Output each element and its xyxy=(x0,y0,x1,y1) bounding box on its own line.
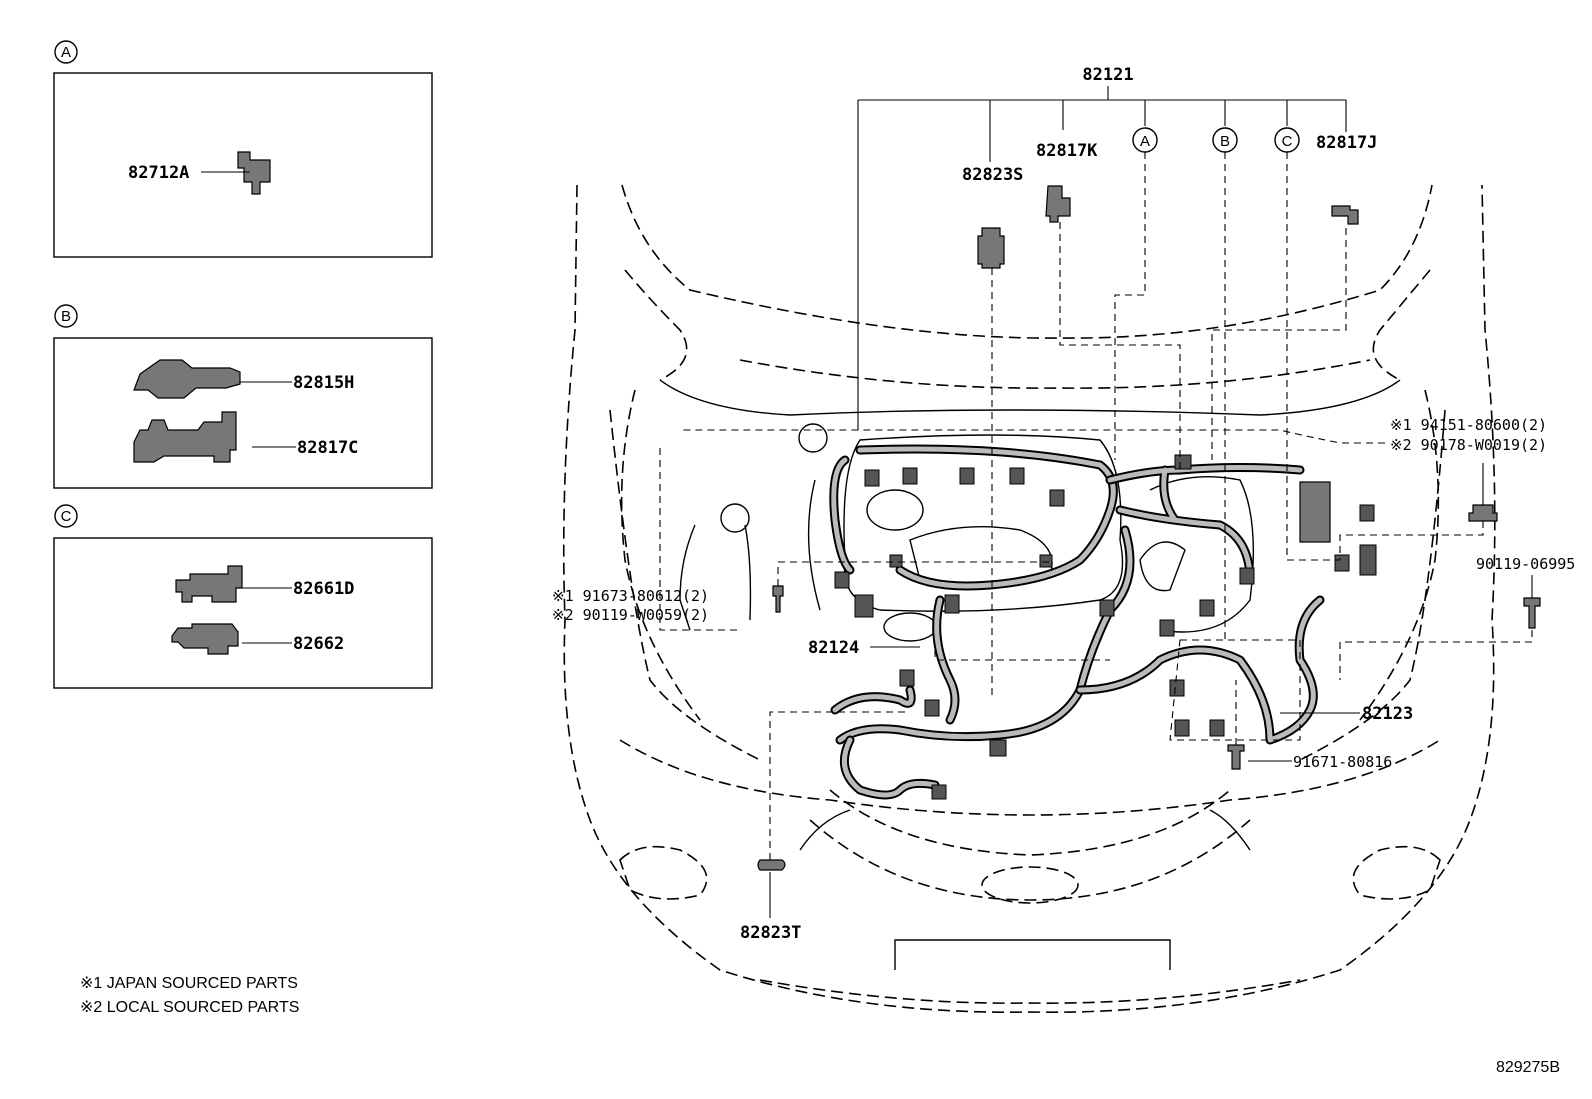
callout-right-bolts: ※1 94151-80600(2) ※2 90178-W0019(2) 9011… xyxy=(680,416,1575,771)
label-91671-80816[interactable]: 91671-80816 xyxy=(1293,753,1392,771)
label-82123[interactable]: 82123 xyxy=(1362,704,1413,724)
part-82662-shape xyxy=(171,623,239,655)
bolt-90119-06995-shape xyxy=(1523,597,1541,629)
wire-harness-82121 xyxy=(829,444,1377,800)
part-82817c-shape xyxy=(133,411,237,463)
legend-notes: ※1 JAPAN SOURCED PARTS ※2 LOCAL SOURCED … xyxy=(80,975,299,1016)
label-82817c[interactable]: 82817C xyxy=(297,438,358,458)
part-82823t-shape xyxy=(757,859,786,871)
ref-a: A xyxy=(1140,133,1150,150)
label-82121[interactable]: 82121 xyxy=(1082,65,1133,85)
label-right-j2[interactable]: ※2 90178-W0019(2) xyxy=(1390,436,1547,454)
part-82817k-shape xyxy=(1045,185,1071,223)
drawing-id: 829275B xyxy=(1496,1059,1560,1076)
label-82817j[interactable]: 82817J xyxy=(1316,133,1377,153)
part-82817j-shape xyxy=(1331,205,1359,225)
label-82662[interactable]: 82662 xyxy=(293,634,344,654)
label-right-j1[interactable]: ※1 94151-80600(2) xyxy=(1390,416,1547,434)
label-left-j2[interactable]: ※2 90119-W0059(2) xyxy=(552,606,709,624)
label-82661d[interactable]: 82661D xyxy=(293,579,354,599)
label-82815h[interactable]: 82815H xyxy=(293,373,354,393)
inset-b-letter: B xyxy=(61,308,71,325)
vehicle-outline xyxy=(562,184,1496,1013)
inset-c-box xyxy=(53,537,433,689)
label-82817k[interactable]: 82817K xyxy=(1036,141,1098,161)
bolt-91671-shape xyxy=(1227,744,1245,770)
ref-b: B xyxy=(1220,133,1230,150)
inset-c: C 82661D 82662 xyxy=(53,504,433,689)
inset-b-box xyxy=(53,337,433,489)
label-left-j1[interactable]: ※1 91673-80612(2) xyxy=(552,587,709,605)
label-82823t[interactable]: 82823T xyxy=(740,923,801,943)
nut-94151-shape xyxy=(1468,504,1498,522)
label-82712a[interactable]: 82712A xyxy=(128,163,189,183)
inset-a-box xyxy=(53,72,433,258)
inset-a-letter: A xyxy=(61,44,71,61)
bolt-91673-shape xyxy=(772,585,784,613)
inset-a: A 82712A xyxy=(53,40,433,258)
part-82815h-shape xyxy=(133,359,241,399)
part-82712a-shape xyxy=(237,151,271,195)
callout-82121: 82121 82817K 82823S A B C 82817J xyxy=(857,65,1377,700)
note-japan-sourced: ※1 JAPAN SOURCED PARTS xyxy=(80,975,298,992)
label-82124[interactable]: 82124 xyxy=(808,638,859,658)
label-82823s[interactable]: 82823S xyxy=(962,165,1023,185)
note-local-sourced: ※2 LOCAL SOURCED PARTS xyxy=(80,999,299,1016)
ref-c: C xyxy=(1282,133,1293,150)
part-82823s-shape xyxy=(977,227,1005,269)
callout-left-bolts: ※1 91673-80612(2) ※2 90119-W0059(2) 8212… xyxy=(552,448,1110,943)
inset-a-marker xyxy=(54,40,78,64)
inset-c-letter: C xyxy=(61,508,72,525)
label-90119-06995[interactable]: 90119-06995 xyxy=(1476,555,1575,573)
part-82661d-shape xyxy=(175,565,243,603)
inset-b: B 82815H 82817C xyxy=(53,304,433,489)
